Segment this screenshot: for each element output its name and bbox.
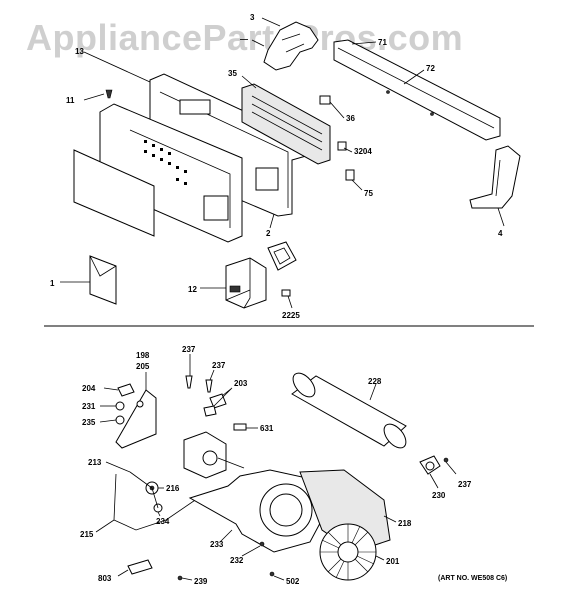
part-36-knob[interactable] [319, 95, 331, 105]
callout-11: 11 [66, 96, 75, 105]
part-803-bracket[interactable] [127, 559, 153, 575]
callout-71: 71 [378, 38, 387, 47]
part-3-bracket[interactable] [263, 21, 319, 71]
callout-36: 36 [346, 114, 355, 123]
callout-234: 234 [156, 517, 170, 526]
callout-232: 232 [230, 556, 244, 565]
callout-231: 231 [82, 402, 96, 411]
callout-201: 201 [386, 557, 400, 566]
callout-3-aux: — [240, 35, 248, 44]
callout-13: 13 [75, 47, 84, 56]
callout-2225: 2225 [282, 311, 300, 320]
callout-204: 204 [82, 384, 96, 393]
callout-218: 218 [398, 519, 412, 528]
part-231-spring[interactable] [115, 401, 125, 411]
part-235-screw[interactable] [115, 415, 125, 425]
callout-198: 198 [136, 351, 150, 360]
callout-237-c: 237 [458, 480, 472, 489]
part-201-blower-wheel[interactable] [319, 523, 377, 581]
callout-35: 35 [228, 69, 237, 78]
part-631-sensor[interactable] [233, 423, 247, 431]
callout-237-a: 237 [182, 345, 196, 354]
art-number-note: (ART NO. WE508 C6) [438, 575, 507, 582]
callout-72: 72 [426, 64, 435, 73]
callout-1: 1 [50, 279, 55, 288]
part-faceplate[interactable] [99, 103, 243, 243]
part-2-gasket[interactable] [267, 241, 297, 271]
part-motor[interactable] [183, 431, 245, 479]
callout-3204: 3204 [354, 147, 372, 156]
part-12-switch[interactable] [225, 257, 267, 309]
part-237-screw-a[interactable] [185, 375, 193, 389]
callout-239: 239 [194, 577, 208, 586]
callout-3: 3 [250, 13, 255, 22]
part-237-screw-c[interactable] [443, 457, 449, 463]
callout-215: 215 [80, 530, 94, 539]
callout-230: 230 [432, 491, 446, 500]
callout-237-b: 237 [212, 361, 226, 370]
part-13-panel-frame[interactable] [149, 73, 307, 217]
upper-leaders [60, 17, 505, 309]
lower-leaders [95, 354, 457, 581]
callout-12: 12 [188, 285, 197, 294]
part-239-screw[interactable] [177, 575, 183, 581]
callout-502: 502 [286, 577, 300, 586]
callout-803: 803 [98, 574, 112, 583]
part-11-screw[interactable] [105, 89, 113, 99]
callout-235: 235 [82, 418, 96, 427]
part-233-blower-housing[interactable] [188, 469, 327, 553]
part-228-duct[interactable] [289, 369, 410, 452]
part-232-screw[interactable] [259, 541, 265, 547]
part-1-literature[interactable] [89, 255, 117, 305]
part-237-screw-b[interactable] [205, 379, 213, 393]
part-204-clip[interactable] [117, 383, 135, 397]
part-2225-clip[interactable] [281, 289, 291, 297]
part-72-panel-strip[interactable] [333, 39, 501, 141]
part-lens[interactable] [73, 149, 155, 237]
callout-213: 213 [88, 458, 102, 467]
callout-216: 216 [166, 484, 180, 493]
part-4-endcap[interactable] [469, 145, 521, 209]
part-3204-clip[interactable] [337, 141, 347, 151]
callout-4: 4 [498, 229, 503, 238]
callout-2: 2 [266, 229, 271, 238]
callout-205: 205 [136, 362, 150, 371]
part-502-screw[interactable] [269, 571, 275, 577]
callout-75: 75 [364, 189, 373, 198]
part-230-thermostat[interactable] [419, 455, 441, 475]
part-215-belt[interactable] [113, 473, 205, 531]
callout-233: 233 [210, 540, 224, 549]
callout-631: 631 [260, 424, 274, 433]
part-75-screw[interactable] [345, 169, 355, 181]
callout-228: 228 [368, 377, 382, 386]
watermark: AppliancePartsPros.com [26, 17, 463, 58]
part-35-control-board[interactable] [241, 83, 331, 165]
part-205-bracket[interactable] [115, 389, 157, 449]
callout-203: 203 [234, 379, 248, 388]
part-213-idler-arm[interactable] [129, 471, 159, 509]
